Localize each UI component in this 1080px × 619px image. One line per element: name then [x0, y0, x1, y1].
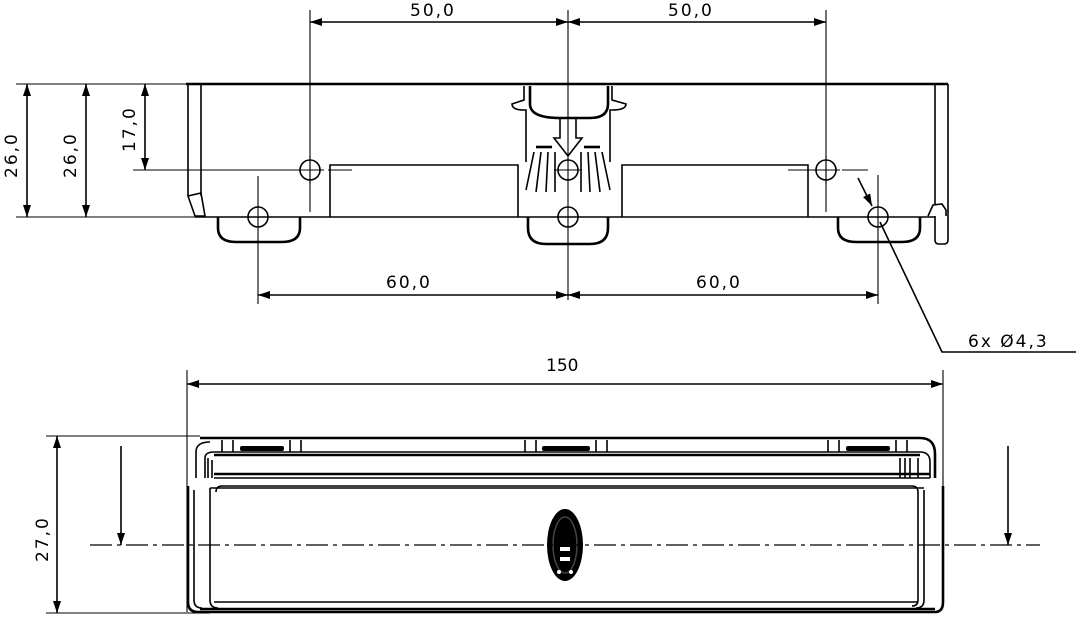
dim-label-hole-spacing-upper-left: 50,0 — [410, 1, 456, 21]
front-view — [46, 370, 1040, 614]
hole-callout-label: 6x Ø4,3 — [968, 332, 1049, 352]
dim-label-height-outer-1: 26,0 — [2, 132, 22, 178]
dim-label-hole-row-offset: 17,0 — [120, 106, 140, 152]
dim-label-hole-spacing-lower-left: 60,0 — [386, 273, 432, 293]
dim-label-overall-length: 150 — [546, 356, 579, 376]
dim-label-overall-height: 27,0 — [33, 516, 53, 562]
dim-label-hole-spacing-lower-right: 60,0 — [696, 273, 742, 293]
top-view — [16, 10, 1076, 353]
dim-label-hole-spacing-upper-right: 50,0 — [668, 1, 714, 21]
dim-label-height-outer-2: 26,0 — [61, 132, 81, 178]
